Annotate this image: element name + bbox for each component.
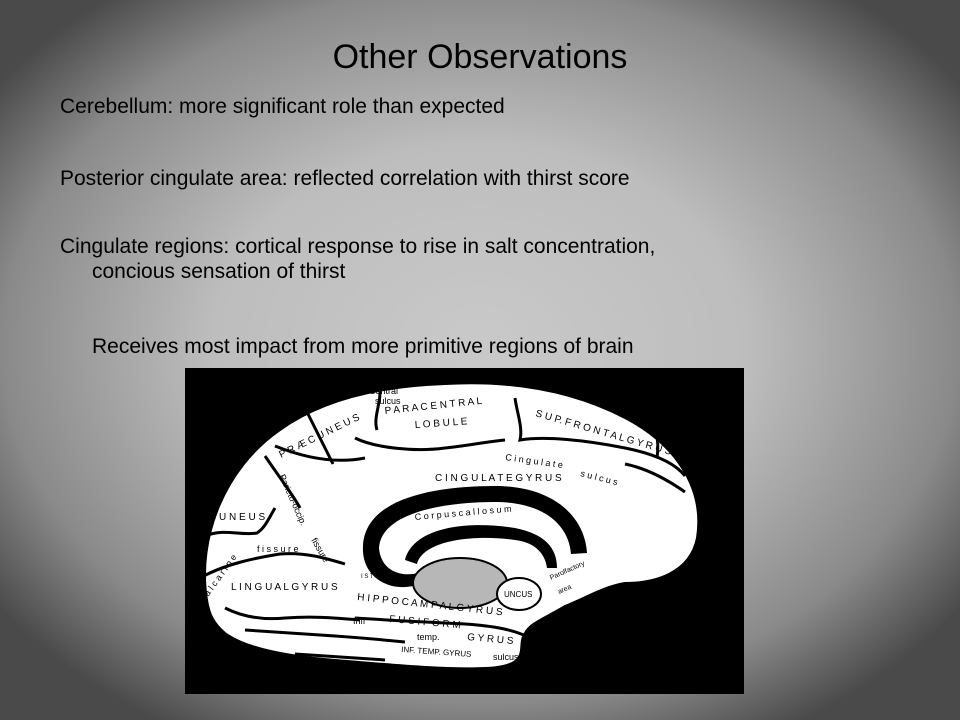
bullet-primitive-regions: Receives most impact from more primitive… [92,335,634,358]
slide-title: Other Observations [332,38,628,76]
label-gyrus: G Y R U S [467,632,514,647]
label-isthmus: I S T H M U S [361,574,398,580]
label-lobule: L O B U L E [414,416,468,431]
label-lingual-gyrus: L I N G U A L G Y R U S [231,582,338,593]
bullet-cingulate-regions-line1: Cingulate regions: cortical response to … [60,235,656,258]
sulci-lines [199,389,687,662]
label-uncus: UNCUS [504,590,532,599]
fornix-band [405,525,557,568]
label-central: Central [369,386,398,396]
label-fissure-1: f i s s u r e [257,544,299,554]
bullet-cingulate-regions: Cingulate regions: cortical response to … [60,234,880,284]
bullet-posterior-cingulate: Posterior cingulate area: reflected corr… [60,167,630,190]
uncus-region [496,577,542,611]
label-cingulate-gyrus: C I N G U L A T E G Y R U S [435,473,562,484]
label-cuneus: C U N E U S [209,512,265,523]
brain-diagram: Central sulcus P A R A C E N T R A L L O… [185,368,744,694]
bullet-cingulate-regions-line2: concious sensation of thirst [92,260,346,283]
label-sulcus: sulcus [375,396,401,406]
brain-medial-view-svg: Central sulcus P A R A C E N T R A L L O… [197,382,700,670]
bullet-cerebellum: Cerebellum: more significant role than e… [60,95,505,118]
corpus-callosum-band [362,486,587,588]
label-infr: Infr [353,616,366,626]
label-temp: temp. [417,632,440,642]
label-sulcus-bottom: sulcus [493,652,519,662]
